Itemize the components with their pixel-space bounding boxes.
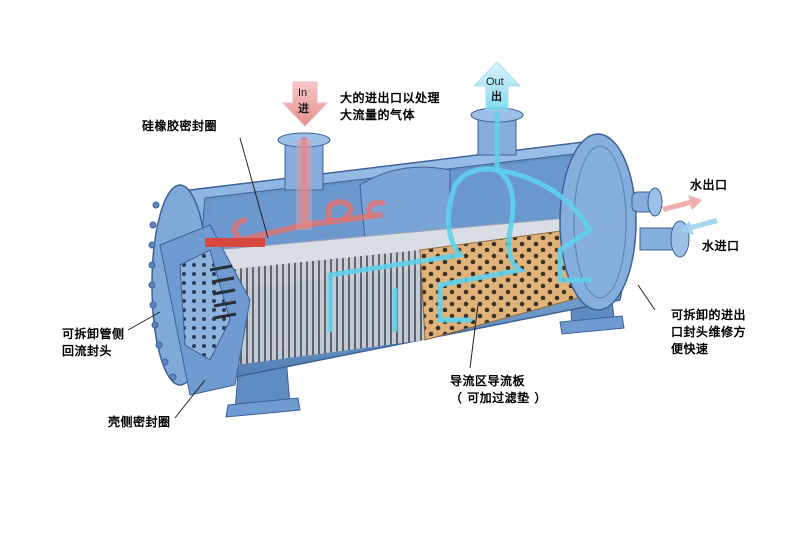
label-baffle-line2: （ 可加过滤垫 ） <box>450 391 547 405</box>
label-large-inlet-line1: 大的进出口以处理 <box>340 91 441 105</box>
inlet-arrow-en: In <box>298 87 307 99</box>
label-large-inlet: 大的进出口以处理 大流量的气体 <box>340 90 440 124</box>
hot-gas-flow <box>205 137 385 247</box>
inlet-arrow: In 进 <box>281 81 329 127</box>
label-shell-seal: 壳侧密封圈 <box>108 415 171 429</box>
label-removable-end-line3: 便快速 <box>671 342 709 356</box>
outlet-arrow-en: Out <box>486 76 504 88</box>
label-removable-end-line1: 可拆卸的进出 <box>671 308 747 322</box>
hot-flow-column <box>296 140 312 230</box>
cold-water-flow <box>327 112 594 333</box>
outlet-arrow-cn: 出 <box>491 89 502 103</box>
label-removable-end: 可拆卸的进出 口封头维修方 便快速 <box>671 307 746 358</box>
outlet-arrow: Out 出 <box>472 61 522 111</box>
label-water-inlet: 水进口 <box>702 239 740 253</box>
label-baffle: 导流区导流板 （ 可加过滤垫 ） <box>450 373 547 407</box>
inlet-arrow-cn: 进 <box>298 101 309 115</box>
label-tube-side-head-line1: 可拆卸管侧 <box>62 327 125 341</box>
label-large-inlet-line2: 大流量的气体 <box>340 108 416 122</box>
label-baffle-line1: 导流区导流板 <box>450 374 526 388</box>
water-outlet-arrow <box>662 195 702 212</box>
label-removable-end-line2: 口封头维修方 <box>671 325 747 339</box>
left-end-head <box>148 184 251 396</box>
label-tube-side-head: 可拆卸管侧 回流封头 <box>62 326 125 360</box>
leader-lines <box>127 137 656 419</box>
label-water-outlet: 水出口 <box>690 178 728 192</box>
water-inlet-arrow <box>680 218 718 235</box>
label-silicone-seal: 硅橡胶密封圈 <box>142 119 218 133</box>
label-tube-side-head-line2: 回流封头 <box>62 344 113 358</box>
